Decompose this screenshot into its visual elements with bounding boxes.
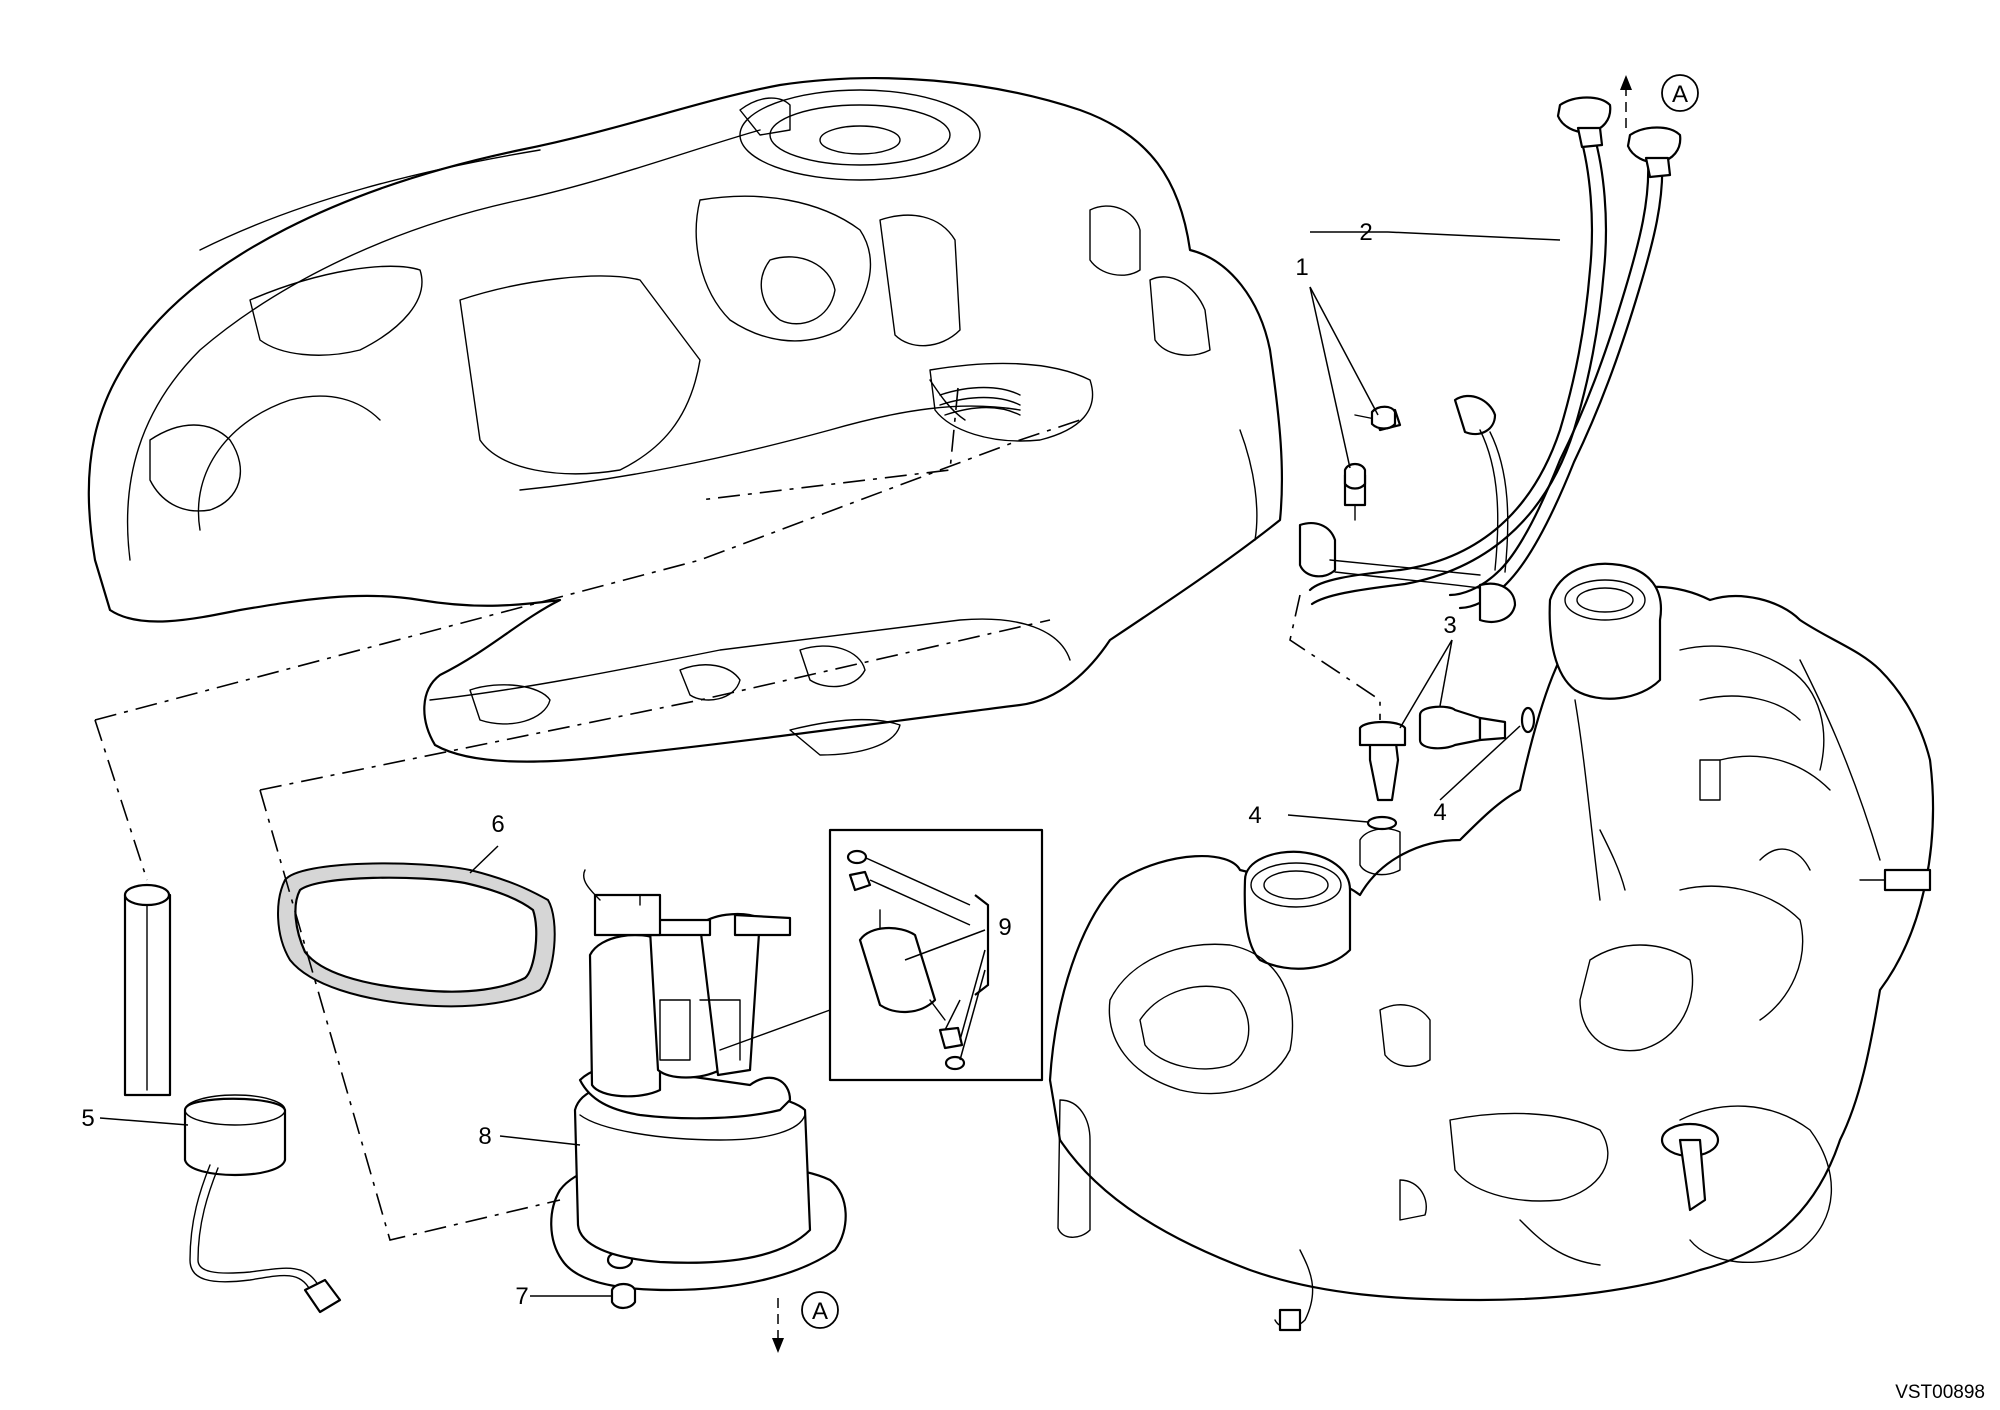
reference-code: VST00898 — [1895, 1382, 1985, 1403]
fuel-pump — [550, 869, 847, 1292]
marker-label: A — [812, 1298, 828, 1325]
callout-fuel-level-sensor: 5 — [81, 1105, 94, 1132]
injectors — [1358, 705, 1536, 831]
marker-label: A — [1672, 81, 1688, 108]
assembly-lines — [94, 387, 1381, 1241]
pump-seal — [277, 862, 556, 1008]
fuel-pipes — [1298, 96, 1682, 623]
connection-marker-a-top: A — [1661, 74, 1699, 112]
callout-fuel-filter: 9 — [998, 914, 1011, 941]
callout-pump-seal: 6 — [491, 811, 504, 838]
screws — [1343, 405, 1397, 490]
direction-arrows — [772, 75, 1632, 1353]
callout-o-ring-right: 4 — [1433, 799, 1446, 826]
leader-lines — [99, 231, 1561, 1297]
pump-screw — [610, 1282, 637, 1310]
callout-pump-screw: 7 — [515, 1283, 528, 1310]
callout-o-ring-left: 4 — [1248, 802, 1261, 829]
connection-marker-a-bottom: A — [801, 1291, 839, 1329]
callout-fuel-pump: 8 — [478, 1123, 491, 1150]
fuel-tank — [87, 77, 1284, 763]
callout-fuel-pipes: 2 — [1359, 219, 1372, 246]
fuel-level-sensor — [123, 883, 342, 1314]
fuel-filter-detail-box — [828, 828, 1044, 1082]
callout-injectors: 3 — [1443, 612, 1456, 639]
engine — [1048, 562, 1935, 1332]
callout-screws: 1 — [1295, 254, 1308, 281]
